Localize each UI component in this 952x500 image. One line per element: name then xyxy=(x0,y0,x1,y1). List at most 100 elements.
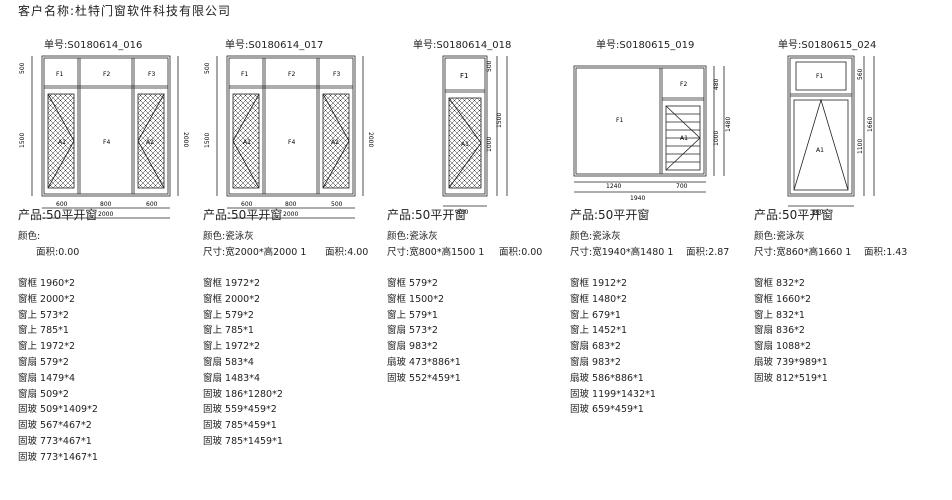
part-item: 窗扇 583*4 xyxy=(203,356,254,368)
product-name: 产品:50平开窗 xyxy=(18,208,98,222)
part-item: 固玻 812*519*1 xyxy=(754,372,828,384)
dimension-label: 1660 xyxy=(867,117,874,132)
parts-list: 窗框 1972*2 窗框 2000*2 窗上 579*2 窗上 785*1 窗上… xyxy=(203,276,283,450)
area-field: 面积:2.87 xyxy=(686,247,730,258)
part-item: 窗框 1660*2 xyxy=(754,293,811,305)
part-item: 固玻 567*467*2 xyxy=(18,420,92,432)
dimension-label: 1500 xyxy=(19,133,26,148)
pane-label: A2 xyxy=(331,139,339,146)
pane-label: A2 xyxy=(146,139,154,146)
pane-label: F2 xyxy=(680,81,687,88)
dimension-label: 600 xyxy=(146,201,158,208)
parts-list: 窗框 832*2 窗框 1660*2 窗上 832*1 窗扇 836*2 窗扇 … xyxy=(754,276,828,387)
dimension-label: 1940 xyxy=(630,195,645,202)
size-field: 尺寸:宽800*高1500 1 xyxy=(387,247,485,258)
part-item: 窗扇 683*2 xyxy=(570,341,621,353)
part-item: 窗上 785*1 xyxy=(203,325,254,337)
dimension-label: 1480 xyxy=(725,117,732,132)
order-card: 单号:S0180615_019 F1 F2 A1 480 1000 1480 1… xyxy=(570,36,755,500)
area-field: 面积:4.00 xyxy=(325,247,369,258)
part-item: 固玻 559*459*2 xyxy=(203,404,277,416)
part-item: 窗扇 509*2 xyxy=(18,388,69,400)
area-field: 面积:0.00 xyxy=(499,247,543,258)
part-item: 窗框 1500*2 xyxy=(387,293,444,305)
part-item: 固玻 186*1280*2 xyxy=(203,388,283,400)
part-item: 固玻 785*459*1 xyxy=(203,420,277,432)
size-field: 尺寸:宽860*高1660 1 xyxy=(754,247,852,258)
dimension-label: 800 xyxy=(285,201,297,208)
parts-list: 窗框 1960*2 窗框 2000*2 窗上 573*2 窗上 785*1 窗上… xyxy=(18,276,98,466)
dimension-label: 600 xyxy=(241,201,253,208)
order-card: 单号:S0180614_017 F1 F2 F3 A1 F4 A2 500 15… xyxy=(203,36,388,500)
part-item: 窗上 579*2 xyxy=(203,309,254,321)
pane-label: A1 xyxy=(816,147,824,154)
part-item: 固玻 773*467*1 xyxy=(18,435,92,447)
dimension-label: 480 xyxy=(713,78,720,90)
parts-list: 窗框 579*2 窗框 1500*2 窗上 579*1 窗扇 573*2 窗扇 … xyxy=(387,276,461,387)
part-item: 窗扇 1479*4 xyxy=(18,372,75,384)
dimension-label: 2000 xyxy=(98,211,113,218)
part-item: 窗上 785*1 xyxy=(18,325,69,337)
part-item: 窗框 1912*2 xyxy=(570,278,627,289)
part-item: 窗框 1972*2 xyxy=(203,278,260,289)
order-number: 单号:S0180614_017 xyxy=(225,40,324,51)
pane-label: F2 xyxy=(103,71,110,78)
dimension-label: 2000 xyxy=(367,132,374,147)
part-item: 窗框 1960*2 xyxy=(18,278,75,289)
pane-label: A1 xyxy=(461,141,469,148)
dimension-label: 1500 xyxy=(496,113,503,128)
part-item: 窗上 579*1 xyxy=(387,309,438,321)
window-drawing: F1 F2 F3 A1 F4 A2 500 1500 2000 600 800 … xyxy=(19,55,189,219)
part-item: 窗框 832*2 xyxy=(754,278,805,289)
pane-label: F1 xyxy=(816,73,823,80)
part-item: 窗上 832*1 xyxy=(754,309,805,321)
pane-label: F3 xyxy=(333,71,340,78)
part-item: 窗上 573*2 xyxy=(18,309,69,321)
part-item: 扇玻 739*989*1 xyxy=(754,356,828,368)
part-item: 窗框 2000*2 xyxy=(18,293,75,305)
part-item: 窗扇 1088*2 xyxy=(754,341,811,353)
product-name: 产品:50平开窗 xyxy=(754,208,834,222)
part-item: 扇玻 473*886*1 xyxy=(387,356,461,368)
order-number: 单号:S0180614_018 xyxy=(413,40,512,51)
window-drawing: F1 F2 A1 480 1000 1480 1240 700 1940 xyxy=(573,65,732,202)
order-card: 单号:S0180614_018 F1 A1 500 1000 1500 800 … xyxy=(387,36,572,500)
part-item: 窗上 1972*2 xyxy=(203,341,260,353)
part-item: 窗扇 1483*4 xyxy=(203,372,260,384)
pane-label: A1 xyxy=(243,139,251,146)
color-field: 颜色:瓷泳灰 xyxy=(570,231,621,242)
color-field: 颜色: xyxy=(18,231,41,242)
dimension-label: 800 xyxy=(457,209,469,216)
product-name: 产品:50平开窗 xyxy=(570,208,650,222)
product-name: 产品:50平开窗 xyxy=(203,208,283,222)
part-item: 窗框 579*2 xyxy=(387,278,438,289)
dimension-label: 700 xyxy=(676,183,688,190)
part-item: 固玻 659*459*1 xyxy=(570,404,644,416)
part-item: 窗上 1452*1 xyxy=(570,325,627,337)
part-item: 窗扇 573*2 xyxy=(387,325,438,337)
pane-label: A1 xyxy=(680,135,688,142)
dimension-label: 2000 xyxy=(283,211,298,218)
window-drawing: F1 A1 500 1000 1500 800 xyxy=(442,55,508,216)
part-item: 窗上 679*1 xyxy=(570,309,621,321)
size-field: 尺寸:宽2000*高2000 1 xyxy=(203,247,307,258)
order-card: 单号:S0180615_024 F1 A1 560 1100 1660 860 … xyxy=(754,36,939,500)
part-item: 窗上 1972*2 xyxy=(18,341,75,353)
part-item: 窗扇 983*2 xyxy=(570,356,621,368)
dimension-label: 500 xyxy=(331,201,343,208)
part-item: 窗扇 579*2 xyxy=(18,356,69,368)
pane-label: F2 xyxy=(288,71,295,78)
part-item: 窗扇 983*2 xyxy=(387,341,438,353)
order-card: 单号:S0180614_016 F1 F2 F3 A1 F4 A2 5 xyxy=(18,36,203,500)
window-drawing: F1 A1 560 1100 1660 860 xyxy=(787,55,875,216)
dimension-label: 500 xyxy=(486,60,493,72)
color-field: 颜色:瓷泳灰 xyxy=(754,231,805,242)
part-item: 固玻 785*1459*1 xyxy=(203,435,283,447)
pane-label: F4 xyxy=(288,139,295,146)
part-item: 扇玻 586*886*1 xyxy=(570,372,644,384)
dimension-label: 600 xyxy=(56,201,68,208)
dimension-label: 1000 xyxy=(713,131,720,146)
parts-list: 窗框 1912*2 窗框 1480*2 窗上 679*1 窗上 1452*1 窗… xyxy=(570,276,656,418)
part-item: 固玻 552*459*1 xyxy=(387,372,461,384)
order-number: 单号:S0180614_016 xyxy=(44,40,143,51)
